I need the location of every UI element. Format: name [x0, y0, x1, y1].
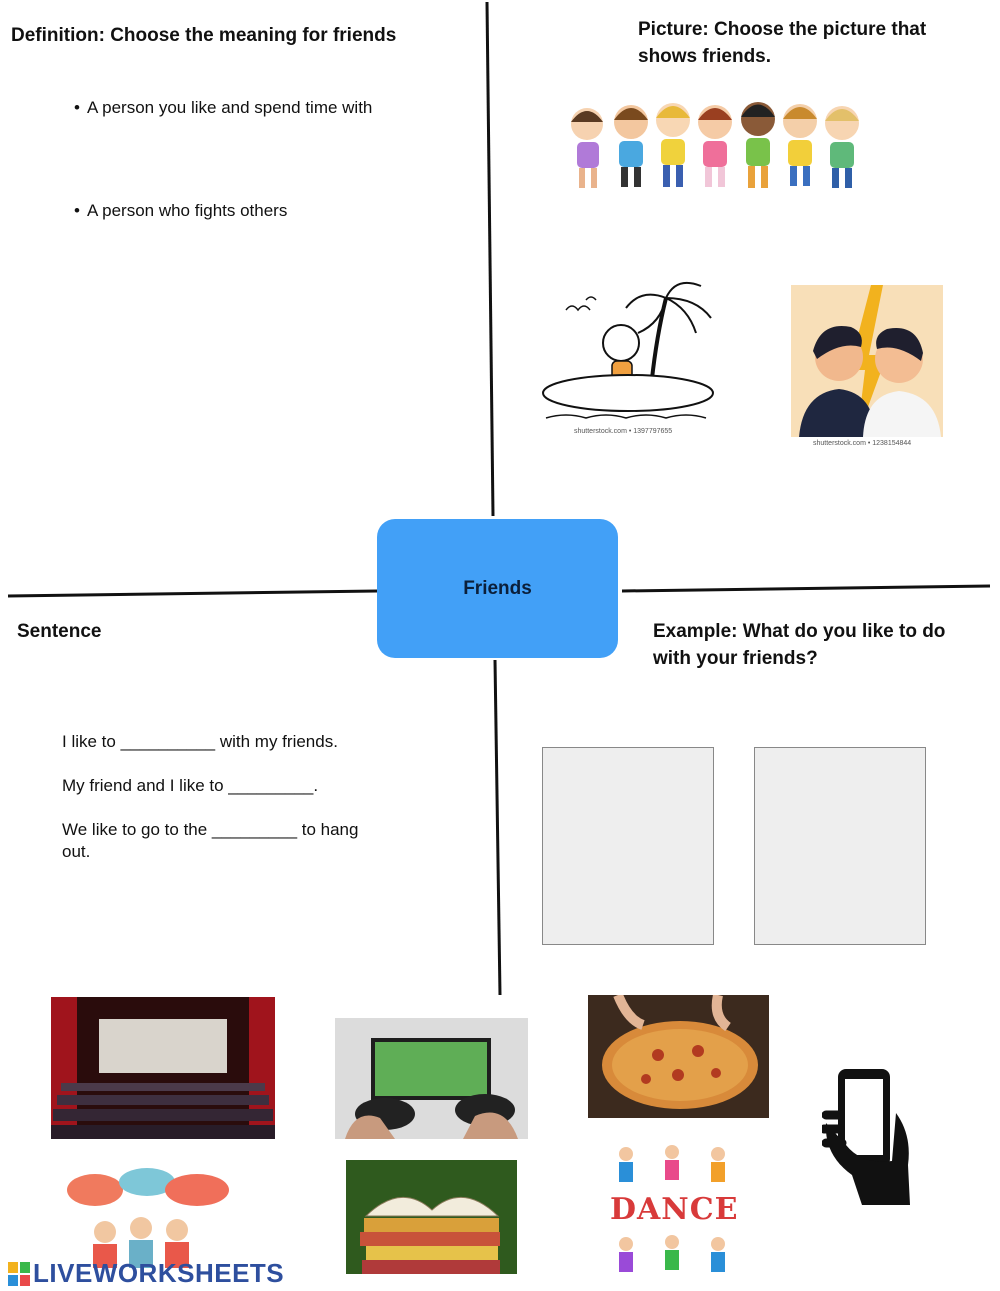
definition-heading: Definition: Choose the meaning for frien… — [11, 25, 397, 46]
example-heading-line-2: with your friends? — [653, 648, 818, 669]
logo-text: LIVEWORKSHEETS — [33, 1258, 285, 1288]
example-heading-line-1: Example: What do you like to do — [653, 621, 946, 642]
sentence-line-3[interactable]: We like to go to the _________ to hang — [62, 820, 359, 839]
friends-group-image[interactable] — [565, 92, 865, 202]
picture-heading-line-1: Picture: Choose the picture that — [638, 19, 927, 40]
sentence-line-4: out. — [62, 842, 91, 861]
definition-option-1[interactable]: A person you like and spend time with — [74, 97, 372, 119]
drop-zone-1[interactable] — [542, 747, 714, 945]
dance-image[interactable]: DANCE — [604, 1140, 754, 1282]
sentence-line-2[interactable]: My friend and I like to _________. — [62, 776, 319, 795]
sentence-line-1[interactable]: I like to __________ with my friends. — [62, 732, 338, 751]
center-topic-box: Friends — [377, 519, 618, 658]
speech-bubbles-icon — [67, 1168, 229, 1268]
cinema-image[interactable] — [51, 997, 275, 1139]
center-topic-label: Friends — [463, 577, 532, 599]
pizza-image[interactable] — [588, 995, 769, 1118]
drop-zone-2[interactable] — [754, 747, 926, 945]
fighting-men-icon — [791, 285, 943, 437]
dance-word: DANCE — [610, 1192, 739, 1227]
island-watermark: shutterstock.com • 1397797655 — [574, 428, 673, 435]
phone-image[interactable] — [822, 1065, 914, 1205]
friends-group-icon — [571, 102, 859, 188]
video-game-icon — [335, 1018, 528, 1139]
fighting-image[interactable]: shutterstock.com • 1238154844 — [791, 285, 943, 450]
dancers-icon — [619, 1145, 725, 1272]
phone-hand-icon — [822, 1069, 910, 1205]
alone-island-image[interactable]: shutterstock.com • 1397797655 — [536, 278, 721, 443]
books-icon — [346, 1160, 517, 1274]
pizza-icon — [588, 995, 769, 1118]
books-image[interactable] — [346, 1160, 517, 1274]
cinema-icon — [51, 997, 275, 1139]
island-boy-icon — [542, 282, 714, 419]
talking-friends-image[interactable] — [65, 1168, 235, 1268]
liveworksheets-logo: LIVEWORKSHEETS — [8, 1258, 284, 1289]
fighting-watermark: shutterstock.com • 1238154844 — [813, 440, 912, 447]
definition-option-2[interactable]: A person who fights others — [74, 200, 287, 222]
picture-heading-line-2: shows friends. — [638, 46, 772, 67]
logo-blocks-icon — [8, 1261, 30, 1286]
video-games-image[interactable] — [335, 1018, 528, 1139]
sentence-heading: Sentence — [17, 621, 102, 642]
